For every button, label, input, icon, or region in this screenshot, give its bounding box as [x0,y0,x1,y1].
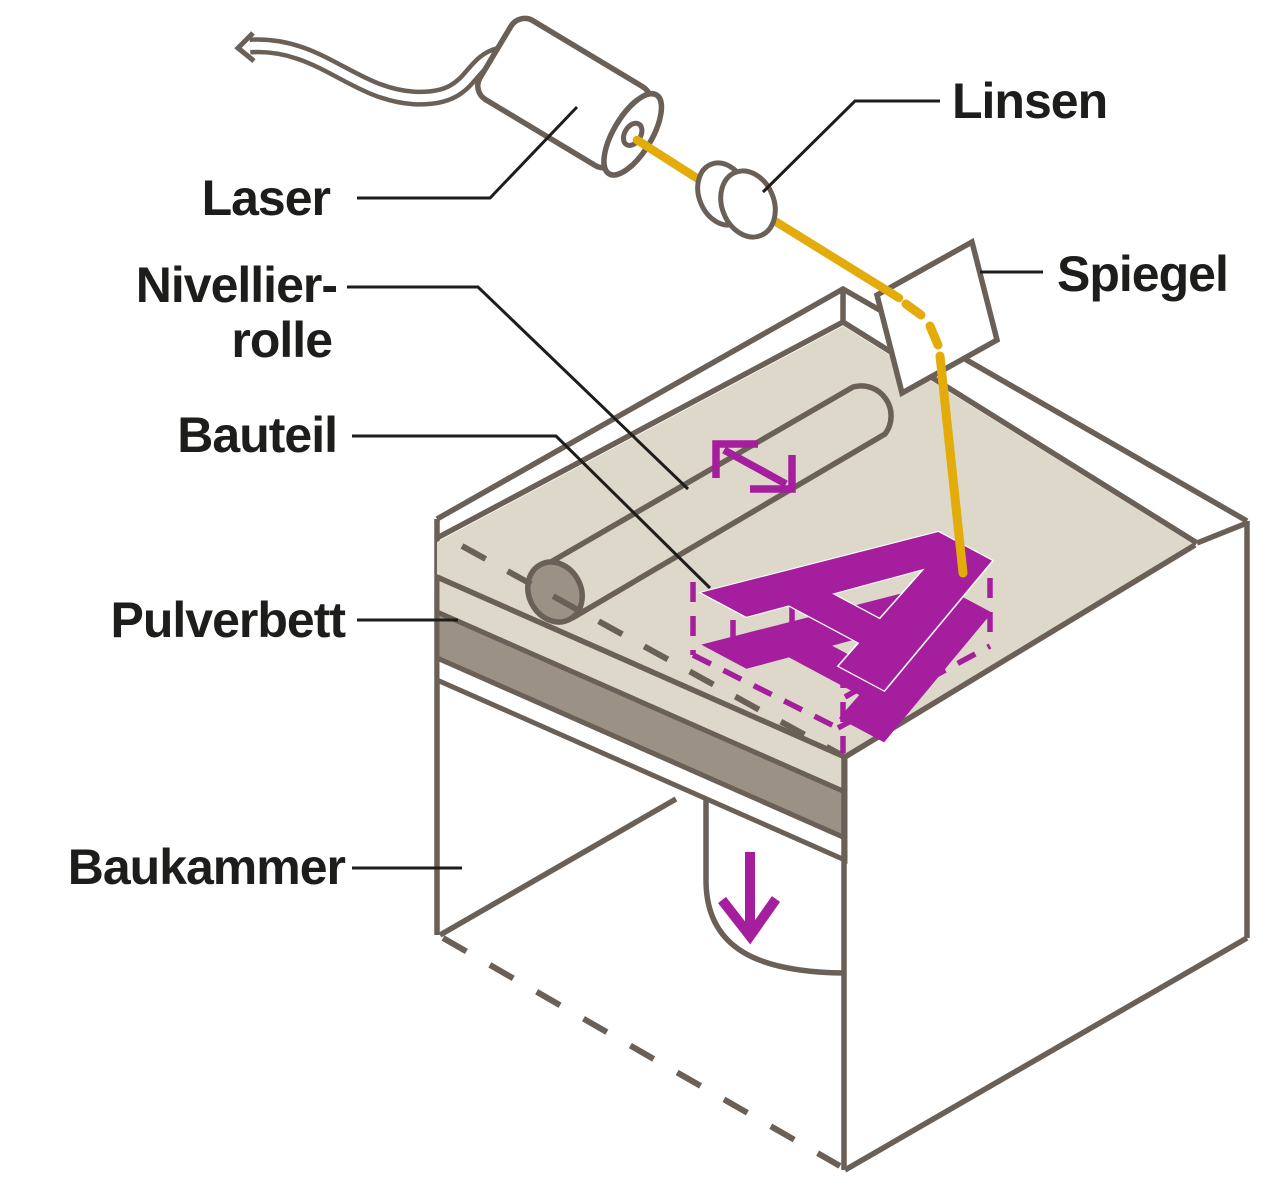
leader-roller [347,285,690,491]
leader-component [352,434,712,590]
platform-down-arrow [718,852,781,945]
lens-front [718,168,778,240]
label-lenses: Linsen [952,73,1107,129]
powder-surface [437,326,1195,757]
workpiece-hidden-corner [764,600,820,655]
laser-unit [475,15,665,178]
label-component: Bauteil [177,407,337,463]
leveling-roller [525,383,894,625]
box-edge-bottom-back-left [438,796,678,938]
label-roller-line2: rolle [231,312,332,368]
piston-pedestal [703,798,845,976]
cable-break-icon [234,31,256,63]
box-edge-bottom-front-left-hidden [441,935,842,1169]
powder-bed-section [434,573,848,864]
leader-lenses [761,99,940,194]
box-rim-inner-left [435,319,845,541]
label-roller-line1: Nivellier- [136,257,337,313]
leader-laser [357,105,579,200]
roller-motion-arrow [712,440,796,493]
hidden-wall-edge-dashed [460,543,847,760]
mirror [873,237,1001,398]
box-edge-bottom-front-right [843,935,1249,1173]
label-build-chamber: Baukammer [68,839,346,895]
laser-beam [632,135,968,578]
lens-pair [695,160,778,240]
laser-cable [234,31,503,107]
workpiece-outline-dashed [690,578,993,753]
label-laser: Laser [202,170,331,226]
label-mirror: Spiegel [1057,246,1228,302]
label-powder-bed: Pulverbett [110,592,346,648]
leader-lines [347,99,1043,870]
box-rim-corner-right [1195,520,1249,546]
